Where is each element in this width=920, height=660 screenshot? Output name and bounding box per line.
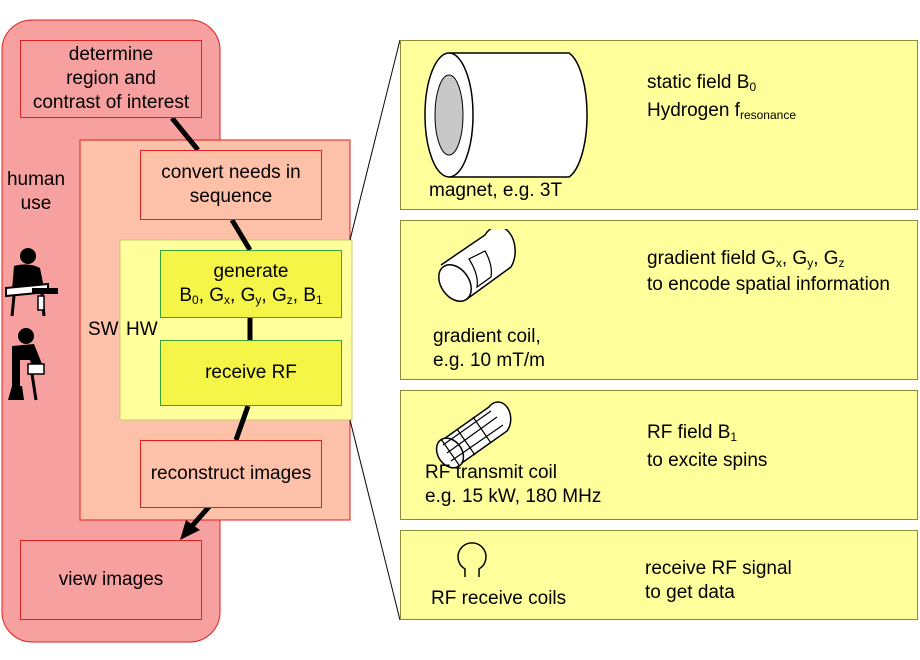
hydrogen-subscript: resonance	[739, 108, 796, 122]
hydrogen-resonance-text: Hydrogen fresonance	[647, 99, 796, 123]
view-images-label: view images	[58, 569, 164, 590]
spatial-info-text: to encode spatial information	[647, 274, 890, 295]
gz-label: , G	[813, 248, 839, 269]
magnet-label: magnet, e.g. 3T	[429, 180, 563, 201]
determine-line-3: contrast of interest	[32, 92, 190, 113]
convert-line-1: convert needs in	[161, 162, 301, 183]
receive-signal-text: receive RF signal	[645, 558, 792, 579]
gradient-field-text: gradient field Gx, Gy, Gz	[647, 247, 845, 271]
magnet-cylinder-icon	[424, 52, 588, 178]
receive-rf-box: receive RF	[160, 340, 342, 406]
hardware-label: HW	[126, 319, 158, 340]
magnet-panel: magnet, e.g. 3T static field B0 Hydrogen…	[400, 40, 918, 210]
excite-spins-text: to excite spins	[647, 450, 768, 471]
rf-field-text: RF field B1	[647, 421, 737, 445]
b1-symbol: B	[303, 285, 316, 306]
gradient-coil-icon	[438, 229, 516, 302]
generate-title: generate	[213, 261, 289, 282]
gy-subscript: y	[255, 293, 262, 307]
rf-field-subscript: 1	[730, 430, 738, 444]
rf-transmit-panel: RF transmit coil e.g. 15 kW, 180 MHz RF …	[400, 390, 918, 520]
human-use-line-2: use	[20, 193, 52, 214]
gy-symbol: G	[240, 285, 256, 306]
human-use-line-1: human	[6, 169, 66, 190]
convert-line-2: sequence	[189, 186, 273, 207]
determine-line-1: determine	[68, 44, 154, 65]
b1-subscript: 1	[315, 293, 323, 307]
gz-subscript: z	[286, 293, 293, 307]
gradient-coil-label-2: e.g. 10 mT/m	[433, 350, 545, 371]
determine-line-2: region and	[66, 68, 156, 89]
rf-transmit-label-2: e.g. 15 kW, 180 MHz	[425, 486, 602, 507]
arrow-head-view	[180, 520, 200, 540]
gradient-field-label: gradient field G	[647, 248, 776, 269]
reconstruct-label: reconstruct images	[150, 463, 312, 484]
connector-determine-convert	[170, 116, 200, 152]
connector-receive-reconstruct	[233, 405, 251, 441]
static-field-text: static field B0	[647, 71, 756, 95]
generate-box: generate B0, Gx, Gy, Gz, B1	[160, 250, 342, 318]
gz-symbol: G	[271, 285, 287, 306]
gradient-coil-label-1: gradient coil,	[433, 326, 541, 347]
convert-box: convert needs in sequence	[140, 150, 322, 220]
get-data-text: to get data	[645, 582, 735, 603]
receive-rf-label: receive RF	[205, 362, 297, 383]
hydrogen-label: Hydrogen f	[647, 100, 740, 121]
static-field-label: static field B	[647, 72, 750, 93]
reconstruct-box: reconstruct images	[140, 440, 322, 508]
rf-receive-panel: RF receive coils receive RF signal to ge…	[400, 530, 918, 620]
b0-subscript: 0	[192, 293, 199, 307]
gy-label: , G	[781, 248, 808, 269]
zoom-line-bottom	[349, 419, 401, 621]
gz-sub: z	[838, 256, 845, 270]
static-field-subscript: 0	[749, 80, 757, 94]
rf-transmit-label-1: RF transmit coil	[425, 462, 557, 483]
rf-transmit-coil-icon	[435, 401, 512, 469]
person-at-desk-icon	[5, 248, 58, 317]
gx-sub: x	[775, 256, 782, 270]
rf-receive-coil-icon	[457, 542, 487, 577]
gradient-panel: gradient coil, e.g. 10 mT/m gradient fie…	[400, 220, 918, 380]
rf-receive-label: RF receive coils	[431, 588, 567, 609]
rf-field-label: RF field B	[647, 422, 731, 443]
b0-symbol: B	[179, 285, 193, 306]
gy-sub: y	[807, 256, 814, 270]
person-working-icon	[8, 328, 45, 401]
generate-fields: B0, Gx, Gy, Gz, B1	[179, 285, 323, 307]
zoom-line-top	[349, 39, 401, 241]
software-label: SW	[88, 319, 119, 340]
view-images-box: view images	[20, 540, 202, 620]
connector-convert-generate	[229, 218, 253, 252]
gx-subscript: x	[224, 293, 231, 307]
human-use-label: human use	[6, 168, 66, 216]
gx-symbol: G	[209, 285, 225, 306]
determine-box: determine region and contrast of interes…	[20, 40, 202, 118]
